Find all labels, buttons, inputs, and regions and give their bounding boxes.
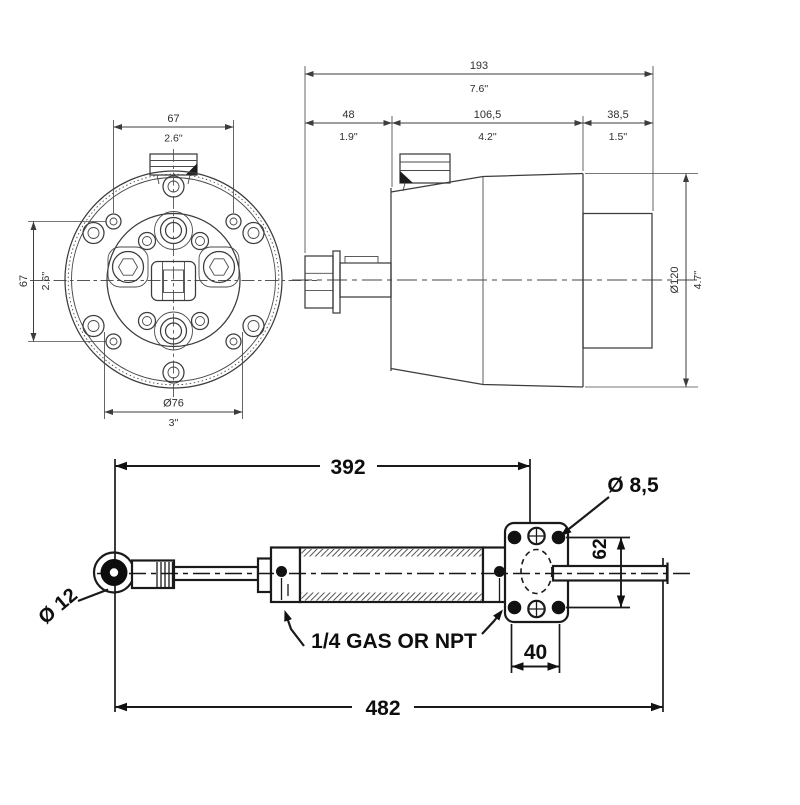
hub-dia-in-label: 3'' bbox=[169, 417, 179, 429]
front-dim-width: 67 2.6'' bbox=[113, 113, 234, 213]
helm-side-view: 193 7.6'' 48 1.9'' 106,5 4.2'' 38,5 1.5'… bbox=[292, 60, 704, 388]
body-in-label: 4.2'' bbox=[478, 131, 497, 143]
rod-thread-hatch bbox=[156, 562, 174, 587]
mount-hole-dia-label: Ø 8,5 bbox=[607, 474, 659, 497]
right-port bbox=[494, 566, 505, 577]
rod-end-dia-label: Ø 12 bbox=[34, 584, 81, 629]
body-mm-label: 106,5 bbox=[474, 109, 502, 121]
dim-392: 392 bbox=[115, 456, 530, 479]
cap-shadow-wedge-side bbox=[400, 171, 413, 183]
front-width-mm-label: 67 bbox=[167, 113, 179, 125]
callout-mount-hole: Ø 8,5 bbox=[560, 474, 659, 536]
steering-cylinder-view: 392 482 bbox=[34, 456, 692, 720]
shaft-mm-label: 48 bbox=[342, 109, 354, 121]
overall-mm-label: 193 bbox=[470, 60, 488, 72]
hub-circle bbox=[106, 212, 241, 348]
hub-internals bbox=[107, 211, 240, 351]
bracket-center-screws bbox=[527, 526, 546, 619]
hub-dia-mm-label: Ø76 bbox=[163, 398, 184, 410]
side-dim-overall: 193 7.6'' bbox=[304, 60, 654, 253]
shaft-in-label: 1.9'' bbox=[339, 131, 358, 143]
overall-length-label: 482 bbox=[365, 697, 400, 720]
front-dim-hub: Ø76 3'' bbox=[104, 332, 243, 429]
callout-ports: 1/4 GAS OR NPT bbox=[284, 609, 503, 653]
front-width-in-label: 2.6'' bbox=[164, 133, 183, 145]
port-thread-label: 1/4 GAS OR NPT bbox=[311, 630, 477, 653]
dim-40: 40 bbox=[510, 624, 561, 673]
mounting-holes bbox=[105, 213, 242, 350]
rod-gland bbox=[256, 557, 273, 594]
rear-cover bbox=[582, 212, 653, 349]
pump-body bbox=[390, 172, 653, 388]
callout-rod-end: Ø 12 bbox=[34, 584, 109, 629]
front-height-mm-label: 67 bbox=[18, 275, 30, 287]
flange-bolts bbox=[82, 175, 265, 384]
side-dim-segments: 48 1.9'' 106,5 4.2'' 38,5 1.5'' bbox=[305, 109, 653, 187]
overall-in-label: 7.6'' bbox=[470, 83, 489, 95]
rear-in-label: 1.5'' bbox=[609, 131, 628, 143]
body-dia-mm-label: Ø120 bbox=[669, 267, 681, 294]
front-height-in-label: 2.6'' bbox=[40, 272, 52, 291]
bracket-width-label: 40 bbox=[524, 641, 547, 664]
body-dia-in-label: 4.7'' bbox=[692, 271, 704, 290]
pivot-distance-label: 392 bbox=[330, 456, 365, 479]
rear-mm-label: 38,5 bbox=[607, 109, 628, 121]
steering-shaft bbox=[304, 250, 392, 314]
side-dim-diameter: Ø120 4.7'' bbox=[585, 173, 704, 388]
filler-cap bbox=[399, 153, 451, 184]
dim-62: 62 bbox=[566, 536, 630, 609]
front-dim-height: 67 2.6'' bbox=[18, 221, 106, 342]
dim-482: 482 bbox=[115, 697, 663, 720]
hole-spacing-label: 62 bbox=[590, 538, 611, 559]
left-port bbox=[276, 566, 287, 577]
helm-front-view: 67 2.6'' 67 2.6'' Ø76 3'' bbox=[18, 113, 317, 429]
flange-outer-circle bbox=[64, 170, 283, 389]
